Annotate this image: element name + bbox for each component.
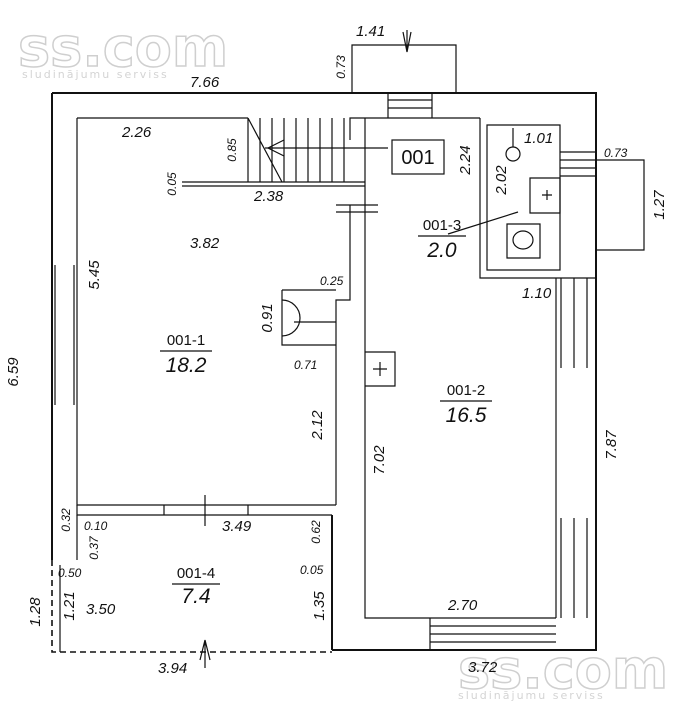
room-label-3: 001-3 2.0 <box>418 217 466 262</box>
bath-plus <box>542 190 552 200</box>
stove-arc <box>281 299 301 337</box>
dim-overall-width: 7.66 <box>190 74 220 91</box>
dim-room4-side-height: 1.35 <box>311 591 328 621</box>
left-window <box>54 265 75 405</box>
room4-walls <box>51 495 332 668</box>
dim-room4-depth: 3.50 <box>86 601 116 618</box>
toilet-icon <box>512 230 534 250</box>
entrance-arrow <box>402 30 412 53</box>
entrance-outline <box>351 44 457 93</box>
room2-area: 16.5 <box>446 404 487 427</box>
dim-entrance-depth: 0.73 <box>334 55 348 79</box>
bath-toilet-box <box>506 223 541 259</box>
room-label-4: 001-4 7.4 <box>172 565 220 608</box>
dim-stair-top: 2.26 <box>121 124 152 141</box>
dim-stair-width: 2.38 <box>253 188 284 205</box>
bath-ledge <box>596 159 645 251</box>
room4-id: 001-4 <box>177 565 215 582</box>
dim-stove-width: 0.71 <box>294 358 317 372</box>
dim-bath-width: 1.10 <box>522 285 552 302</box>
room-label-2: 001-2 16.5 <box>440 382 492 427</box>
room2-box <box>365 351 396 387</box>
dim-room2-height: 7.02 <box>371 445 388 475</box>
stair-diagonal <box>247 117 283 183</box>
entrance-door <box>387 93 433 118</box>
bath-window <box>560 151 596 177</box>
watermark-top: ss.com sludinājumu serviss <box>17 15 229 81</box>
dim-room4-c: 0.37 <box>87 535 101 560</box>
dim-bath-ledge-width: 0.73 <box>604 146 628 160</box>
room1-area: 18.2 <box>166 354 207 377</box>
dim-room4-inner-height: 1.21 <box>61 591 78 620</box>
watermark-brand-bottom: ss.com <box>458 638 668 701</box>
apartment-number: 001 <box>391 139 445 175</box>
dim-room2-width: 2.70 <box>447 597 478 614</box>
room2-outline <box>364 118 556 619</box>
room4-arrow <box>199 639 211 668</box>
right-windows <box>560 278 588 618</box>
dim-room4-b: 0.10 <box>84 519 108 533</box>
room4-dashed-outline <box>51 560 332 653</box>
dim-bath-ledge-height: 1.27 <box>651 190 668 220</box>
stove-outline <box>281 289 336 346</box>
room1-id: 001-1 <box>167 332 205 349</box>
stove <box>281 289 336 346</box>
apartment-label: 001 <box>401 147 434 169</box>
bottom-window <box>429 618 556 650</box>
watermark-brand-top: ss.com <box>18 16 228 79</box>
dim-room2-bottom: 3.72 <box>468 659 498 676</box>
bathroom <box>447 118 645 279</box>
dim-room4-f: 0.50 <box>58 566 82 580</box>
bath-shower <box>529 177 561 214</box>
dim-room1-height: 5.45 <box>86 260 103 290</box>
dim-room4-a: 0.32 <box>59 508 73 532</box>
bath-sink-icon <box>505 146 521 162</box>
dim-stair-thickness: 0.05 <box>165 172 179 196</box>
bath-leader <box>447 211 519 235</box>
entrance <box>351 30 457 118</box>
right-window-1 <box>560 278 588 368</box>
dim-bath-height: 2.24 <box>457 145 474 175</box>
bath-outer <box>479 118 596 279</box>
staircase <box>182 117 388 187</box>
dim-stove-notch: 0.25 <box>320 274 344 288</box>
watermark-bottom: ss.com sludinājumu serviss <box>457 637 669 702</box>
stair-landing <box>182 181 365 187</box>
dim-room4-width: 3.49 <box>222 518 252 535</box>
dim-room4-outer-height: 1.28 <box>27 597 44 627</box>
dim-stair-height: 0.85 <box>225 138 239 162</box>
dim-room1-lower-height: 2.12 <box>309 410 326 441</box>
bottom-window-lines <box>429 618 556 650</box>
dim-room4-e: 0.05 <box>300 563 324 577</box>
dim-bath-fixture: 1.01 <box>524 130 553 147</box>
dim-room2-side: 7.87 <box>603 430 620 460</box>
dim-room1-width: 3.82 <box>190 235 220 252</box>
dim-overall-height: 6.59 <box>5 357 22 387</box>
room2-walls <box>364 118 557 619</box>
watermark-tagline-top: sludinājumu serviss <box>22 68 169 81</box>
outer-wall-right-path <box>52 92 597 651</box>
room2-plus <box>373 362 387 376</box>
room1-left-bottom-wall <box>76 118 336 506</box>
right-window-2 <box>560 518 588 618</box>
room2-id: 001-2 <box>447 382 485 399</box>
room1-top-right <box>349 117 480 140</box>
dim-room4-d: 0.62 <box>309 520 323 544</box>
room3-area: 2.0 <box>426 239 457 262</box>
room4-area: 7.4 <box>181 585 210 608</box>
watermark-tagline-bottom: sludinājumu serviss <box>458 689 605 702</box>
outer-walls <box>51 92 597 651</box>
room3-id: 001-3 <box>423 217 461 234</box>
dim-room4-bottom: 3.94 <box>158 660 187 677</box>
room4-window-marks <box>163 505 249 515</box>
room1-right-wall <box>335 205 351 505</box>
room-label-1: 001-1 18.2 <box>160 332 212 377</box>
dim-entrance-width: 1.41 <box>356 23 385 40</box>
dim-bath-inner-height: 2.02 <box>493 165 510 196</box>
apartment-box <box>391 139 445 175</box>
dim-stove-height: 0.91 <box>259 303 276 332</box>
dimension-labels: 7.66 6.59 1.41 0.73 0.73 1.27 3.82 5.45 … <box>5 23 668 677</box>
stair-arrow <box>266 139 285 157</box>
